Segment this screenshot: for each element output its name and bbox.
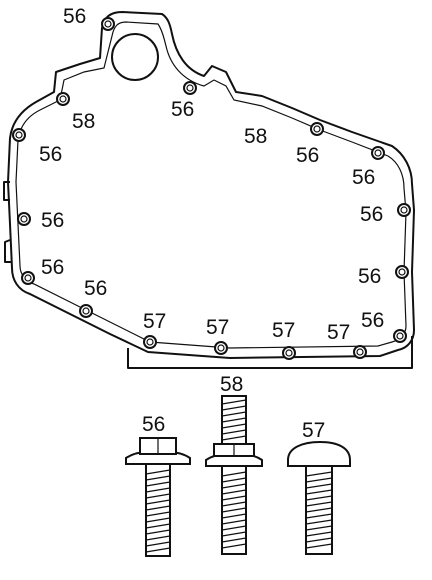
callout-label: 57 <box>143 310 166 333</box>
callout-label: 57 <box>272 319 295 342</box>
callout-label: 58 <box>244 125 267 148</box>
bolt-hole <box>356 348 364 356</box>
callout-label: 56 <box>41 209 64 232</box>
bolt-58-label: 58 <box>220 373 243 396</box>
bolt-hole <box>395 265 409 279</box>
bolt-hole <box>24 274 32 282</box>
bolt-hole <box>313 125 321 133</box>
bolt-hole <box>146 338 154 346</box>
bolt-hole <box>353 345 367 359</box>
callout-label: 56 <box>296 144 319 167</box>
bolt-57-pan-head <box>287 440 351 555</box>
bolt-hole <box>79 304 93 318</box>
bolt-hole <box>396 332 404 340</box>
bolt-hole <box>12 128 26 142</box>
bolt-hole <box>17 212 31 226</box>
bolt-hole <box>59 95 67 103</box>
callout-label: 56 <box>171 98 194 121</box>
bolt-hole <box>282 346 296 360</box>
bolt-hole <box>183 81 197 95</box>
gasket-inner-outline <box>15 21 407 349</box>
bolt-hole <box>371 146 385 160</box>
bolt-hole <box>101 17 115 31</box>
callout-label: 58 <box>72 110 95 133</box>
bolt-hole <box>285 349 293 357</box>
bolt-hole <box>143 335 157 349</box>
bolt-58-stud <box>205 395 263 555</box>
callout-label: 56 <box>360 203 383 226</box>
bolt-57-label: 57 <box>302 419 325 442</box>
bolt-hole <box>214 341 228 355</box>
left-bracket-tab-lower <box>4 239 12 263</box>
bolt-hole <box>15 131 23 139</box>
callout-label: 57 <box>206 316 229 339</box>
bolt-hole <box>374 149 382 157</box>
bolt-hole <box>104 20 112 28</box>
callout-label: 56 <box>63 5 86 28</box>
callout-label: 56 <box>352 166 375 189</box>
bolt-hole <box>400 206 408 214</box>
callout-label: 56 <box>39 143 62 166</box>
callout-label: 56 <box>361 309 384 332</box>
bolt-hole <box>393 329 407 343</box>
bolt-hole <box>56 92 70 106</box>
left-bracket-tab <box>3 181 10 201</box>
bolt-56-label: 56 <box>142 413 165 436</box>
bolt-hole <box>398 268 406 276</box>
bolt-56-flange-head <box>125 437 191 557</box>
callout-label: 56 <box>84 277 107 300</box>
pan-port-opening <box>111 33 159 81</box>
bolt-hole <box>21 271 35 285</box>
bolt-hole <box>310 122 324 136</box>
bolt-hole <box>397 203 411 217</box>
bolt-hole <box>217 344 225 352</box>
gasket-bolt-holes <box>12 17 411 360</box>
callout-label: 57 <box>327 321 350 344</box>
pan-base-plate <box>127 336 413 369</box>
bolt-hole <box>20 215 28 223</box>
callout-label: 56 <box>41 256 64 279</box>
callout-label: 56 <box>358 265 381 288</box>
bolt-hole <box>82 307 90 315</box>
bolt-hole <box>186 84 194 92</box>
